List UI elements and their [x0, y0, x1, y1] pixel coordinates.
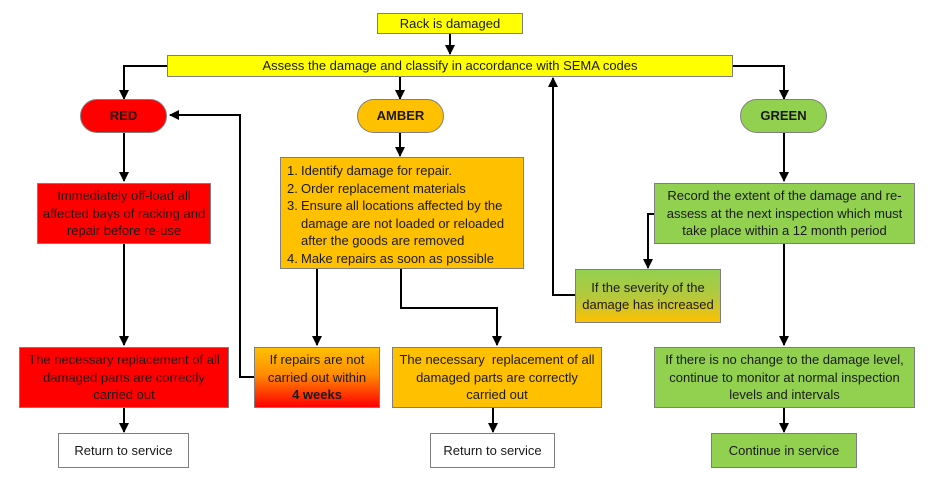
- text-line: repair before re-use: [66, 223, 182, 239]
- node-amber-steps: 1.Identify damage for repair. 2.Order re…: [280, 157, 524, 269]
- step-text: Make repairs as soon as possible: [301, 250, 494, 266]
- step-number: 3.: [287, 198, 298, 213]
- node-green-category: GREEN: [740, 99, 827, 133]
- text-line: take place within a 12 month period: [682, 223, 887, 239]
- step-item: damage are not loaded or reloaded: [287, 215, 504, 233]
- node-rack-damaged: Rack is damaged: [377, 13, 523, 34]
- deadline-text: 4 weeks: [292, 387, 342, 403]
- text-line: If repairs are not: [269, 352, 365, 368]
- step-item: 1.Identify damage for repair.: [287, 162, 504, 180]
- category-label: AMBER: [376, 108, 425, 124]
- node-green-escalation: If the severity of the damage has increa…: [575, 269, 721, 323]
- step-text: Order replacement materials: [301, 180, 466, 196]
- node-amber-escalation: If repairs are not carried out within 4 …: [254, 347, 380, 408]
- step-number: 1.: [287, 163, 298, 178]
- step-text: Ensure all locations affected by the: [301, 198, 503, 213]
- node-assess-damage: Assess the damage and classify in accord…: [167, 55, 733, 77]
- arrow-assess-to-green: [732, 65, 789, 100]
- node-amber-final: Return to service: [430, 433, 555, 468]
- text-line: The necessary replacement of all: [399, 352, 595, 368]
- text-line: continue to monitor at normal inspection: [669, 369, 900, 385]
- step-item: 3.Ensure all locations affected by the: [287, 197, 504, 215]
- text-line: carried out: [466, 387, 528, 403]
- step-item: 4.Make repairs as soon as possible: [287, 250, 504, 268]
- step-item: 2.Order replacement materials: [287, 180, 504, 198]
- arrow-assess-to-red: [119, 65, 167, 100]
- step-text: Identify damage for repair.: [301, 163, 453, 178]
- step-text: after the goods are removed: [301, 233, 465, 248]
- arrow-amber-steps-to-outcome: [400, 268, 502, 346]
- node-amber-outcome: The necessary replacement of all damaged…: [392, 347, 602, 408]
- node-text: Continue in service: [728, 442, 840, 458]
- category-label: GREEN: [760, 108, 807, 124]
- node-text: Return to service: [74, 442, 173, 458]
- step-number: [287, 215, 301, 233]
- text-line: assess at the next inspection which must: [666, 205, 903, 221]
- text-line: Immediately off-load all: [57, 188, 191, 204]
- node-red-outcome: The necessary replacement of all damaged…: [19, 347, 229, 408]
- node-red-final: Return to service: [58, 433, 189, 468]
- node-red-category: RED: [80, 99, 167, 133]
- node-green-outcome: If there is no change to the damage leve…: [654, 347, 915, 408]
- text-line: carried out: [93, 387, 155, 403]
- step-text: damage are not loaded or reloaded: [301, 215, 505, 231]
- category-label: RED: [109, 108, 138, 124]
- text-line: The necessary replacement of all: [28, 352, 220, 368]
- step-number: 2.: [287, 180, 298, 196]
- step-number: [287, 232, 301, 250]
- text-line: damage has increased: [582, 297, 714, 312]
- arrow-green-action-to-escalation: [643, 213, 655, 269]
- text-line: carried out within: [267, 369, 367, 385]
- arrow-amber-escalation-to-red: [169, 110, 254, 378]
- text-line: levels and intervals: [729, 387, 840, 403]
- text-line: affected bays of racking and: [42, 205, 206, 221]
- arrow-green-escalation-to-assess: [548, 77, 576, 296]
- text-line: damaged parts are correctly: [43, 369, 205, 385]
- text-line: If there is no change to the damage leve…: [665, 352, 904, 368]
- node-green-final: Continue in service: [711, 433, 857, 468]
- step-number: 4.: [287, 250, 298, 266]
- text-line: Record the extent of the damage and re-: [667, 188, 902, 204]
- text-line: If the severity of the: [591, 279, 705, 295]
- node-amber-category: AMBER: [357, 99, 444, 133]
- node-text: Return to service: [443, 442, 542, 458]
- text-line: damaged parts are correctly: [416, 369, 578, 385]
- node-text: Rack is damaged: [399, 15, 501, 31]
- node-red-action: Immediately off-load all affected bays o…: [37, 183, 211, 244]
- node-green-action: Record the extent of the damage and re- …: [654, 183, 915, 244]
- node-text: Assess the damage and classify in accord…: [262, 58, 638, 74]
- step-item: after the goods are removed: [287, 232, 504, 250]
